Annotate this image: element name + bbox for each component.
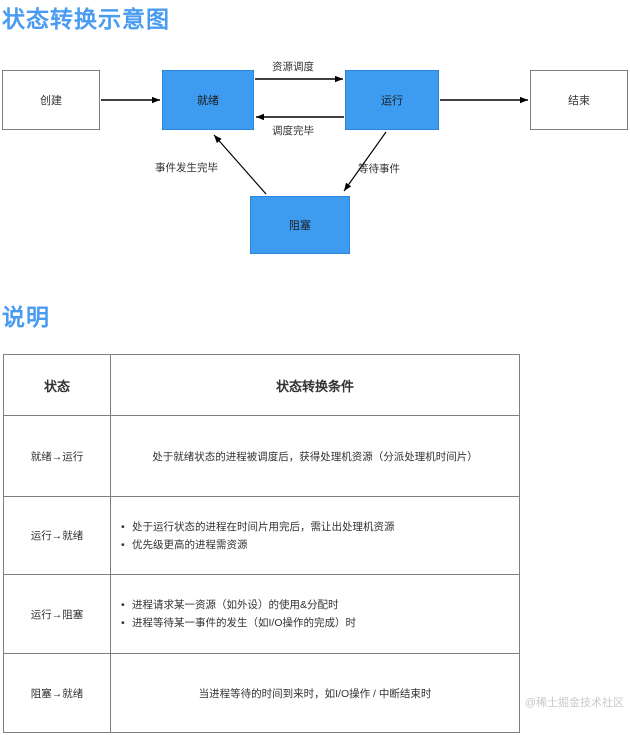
edge-blocked-to-ready	[213, 134, 267, 195]
state-transition-table: 状态 状态转换条件 就绪→运行 处于就绪状态的进程被调度后，获得处理机资源（分派…	[3, 354, 520, 733]
cell-state: 运行→就绪	[3, 496, 111, 575]
table-row: 就绪→运行 处于就绪状态的进程被调度后，获得处理机资源（分派处理机时间片）	[3, 415, 520, 497]
cell-condition: 处于就绪状态的进程被调度后，获得处理机资源（分派处理机时间片）	[110, 415, 520, 497]
cell-state: 运行→阻塞	[3, 574, 111, 654]
table-row: 运行→就绪 处于运行状态的进程在时间片用完后，需让出处理机资源 优先级更高的进程…	[3, 496, 520, 575]
list-item: 优先级更高的进程需资源	[121, 536, 509, 554]
edge-label-wait-event: 等待事件	[358, 163, 400, 175]
table-header-row: 状态 状态转换条件	[3, 354, 520, 416]
table-row: 阻塞→就绪 当进程等待的时间到来时，如I/O操作 / 中断结束时	[3, 653, 520, 733]
cell-state: 阻塞→就绪	[3, 653, 111, 733]
cell-condition: 处于运行状态的进程在时间片用完后，需让出处理机资源 优先级更高的进程需资源	[110, 496, 520, 575]
diagram-node-end-label: 结束	[568, 95, 590, 107]
edge-label-dispatch-done: 调度完毕	[272, 125, 314, 137]
diagram-node-blocked-label: 阻塞	[289, 220, 311, 232]
diagram-node-blocked[interactable]: 阻塞	[250, 196, 350, 254]
edge-label-resource-dispatch: 资源调度	[272, 61, 314, 73]
bullet-list: 处于运行状态的进程在时间片用完后，需让出处理机资源 优先级更高的进程需资源	[121, 518, 509, 554]
bullet-list: 进程请求某一资源（如外设）的使用&分配时 进程等待某一事件的发生（如I/O操作的…	[121, 596, 509, 632]
cell-condition: 当进程等待的时间到来时，如I/O操作 / 中断结束时	[110, 653, 520, 733]
list-item: 进程请求某一资源（如外设）的使用&分配时	[121, 596, 509, 614]
table-body: 就绪→运行 处于就绪状态的进程被调度后，获得处理机资源（分派处理机时间片） 运行…	[3, 415, 520, 733]
edge-running-to-blocked	[343, 131, 387, 192]
section-title-explanation: 说明	[2, 304, 50, 330]
column-header-state: 状态	[3, 354, 111, 416]
column-header-condition: 状态转换条件	[110, 354, 520, 416]
list-item: 进程等待某一事件的发生（如I/O操作的完成）时	[121, 614, 509, 632]
diagram-node-running[interactable]: 运行	[345, 70, 439, 130]
diagram-node-ready-label: 就绪	[197, 95, 219, 107]
watermark: @稀土掘金技术社区	[524, 697, 624, 709]
list-item: 处于运行状态的进程在时间片用完后，需让出处理机资源	[121, 518, 509, 536]
table-row: 运行→阻塞 进程请求某一资源（如外设）的使用&分配时 进程等待某一事件的发生（如…	[3, 574, 520, 654]
edge-label-event-done: 事件发生完毕	[155, 162, 218, 174]
page-title: 状态转换示意图	[2, 6, 170, 32]
cell-state: 就绪→运行	[3, 415, 111, 497]
diagram-node-end[interactable]: 结束	[530, 70, 628, 130]
transition-table-wrapper: 状态 状态转换条件 就绪→运行 处于就绪状态的进程被调度后，获得处理机资源（分派…	[3, 354, 520, 733]
table-header: 状态 状态转换条件	[3, 354, 520, 416]
state-transition-diagram: 创建 就绪 运行 结束 阻塞 资源调度 调度完毕 等待事件 事件发生完毕	[0, 55, 630, 270]
diagram-connectors	[101, 75, 528, 195]
diagram-node-create-label: 创建	[40, 95, 62, 107]
diagram-node-create[interactable]: 创建	[2, 70, 100, 130]
cell-condition: 进程请求某一资源（如外设）的使用&分配时 进程等待某一事件的发生（如I/O操作的…	[110, 574, 520, 654]
diagram-node-running-label: 运行	[381, 95, 403, 107]
diagram-node-ready[interactable]: 就绪	[162, 70, 254, 130]
